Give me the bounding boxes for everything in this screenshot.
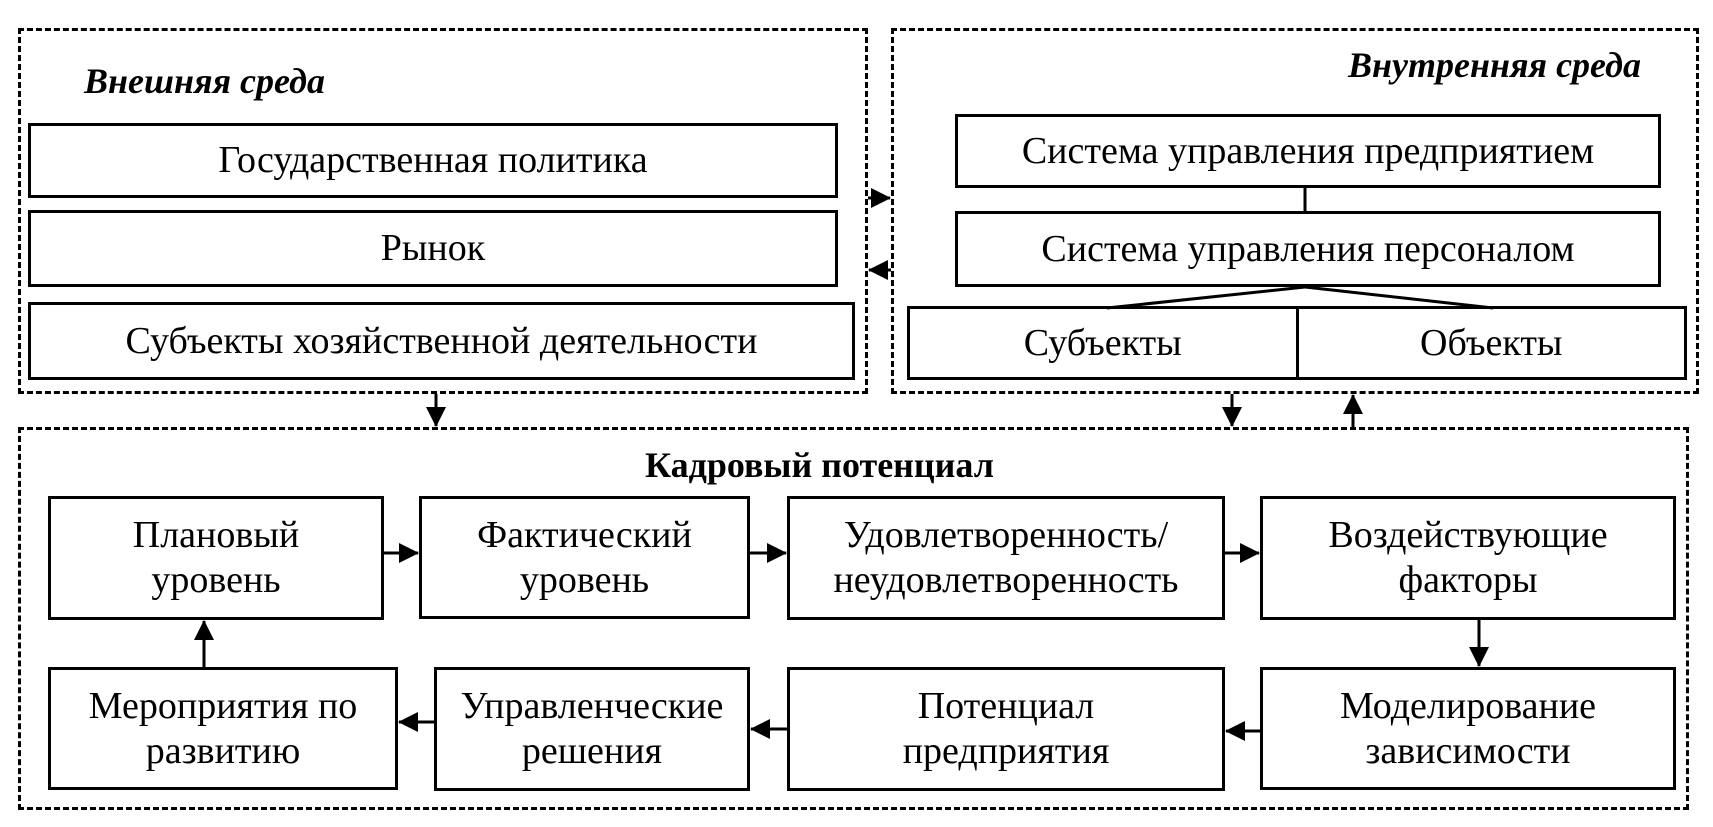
actual-level-line2: уровень bbox=[519, 558, 650, 601]
business-entities-box: Субъекты хозяйственной деятельности bbox=[28, 302, 855, 380]
state-policy-box: Государственная политика bbox=[28, 123, 838, 198]
subjects-label: Субъекты bbox=[1023, 321, 1182, 364]
personnel-potential-group bbox=[18, 427, 1689, 810]
subjects-objects-box: Субъекты Объекты bbox=[907, 306, 1687, 380]
personnel-potential-title: Кадровый потенциал bbox=[645, 445, 994, 485]
business-entities-label: Субъекты хозяйственной деятельности bbox=[125, 319, 758, 362]
personnel-management-system-box: Система управления персоналом bbox=[955, 211, 1661, 287]
market-box: Рынок bbox=[28, 210, 838, 287]
planned-level-line2: уровень bbox=[151, 559, 281, 601]
enterprise-potential-line1: Потенциал bbox=[917, 685, 1095, 728]
objects-cell: Объекты bbox=[1299, 309, 1685, 377]
satisfaction-box: Удовлетворенность/неудовлетворенность bbox=[787, 496, 1225, 620]
influencing-factors-line1: Воздействующие bbox=[1328, 514, 1608, 557]
enterprise-management-system-label: Система управления предприятием bbox=[1021, 129, 1595, 172]
satisfaction-line2: неудовлетворенность bbox=[833, 559, 1179, 601]
internal-environment-title: Внутренняя среда bbox=[1348, 45, 1641, 85]
actual-level-line1: Фактический bbox=[477, 513, 692, 556]
development-measures-line1: Мероприятия по bbox=[88, 684, 358, 727]
objects-label: Объекты bbox=[1420, 321, 1563, 364]
external-environment-group bbox=[18, 28, 868, 394]
management-decisions-line2: решения bbox=[521, 730, 663, 772]
subjects-cell: Субъекты bbox=[910, 309, 1299, 377]
internal-environment-group bbox=[891, 28, 1699, 394]
enterprise-management-system-box: Система управления предприятием bbox=[955, 114, 1661, 188]
influencing-factors-line2: факторы bbox=[1398, 559, 1538, 601]
state-policy-label: Государственная политика bbox=[218, 139, 648, 182]
development-measures-line2: развитию bbox=[145, 729, 301, 772]
enterprise-potential-line2: предприятия bbox=[902, 730, 1110, 772]
management-decisions-line1: Управленческие bbox=[460, 685, 724, 728]
market-label: Рынок bbox=[380, 227, 486, 270]
planned-level-line1: Плановый bbox=[132, 514, 300, 557]
dependency-modeling-line2: зависимости bbox=[1365, 729, 1571, 772]
personnel-management-system-label: Система управления персоналом bbox=[1041, 227, 1575, 270]
dependency-modeling-line1: Моделирование bbox=[1339, 684, 1597, 727]
satisfaction-line1: Удовлетворенность/ bbox=[843, 514, 1169, 557]
external-environment-title: Внешняя среда bbox=[84, 61, 325, 101]
